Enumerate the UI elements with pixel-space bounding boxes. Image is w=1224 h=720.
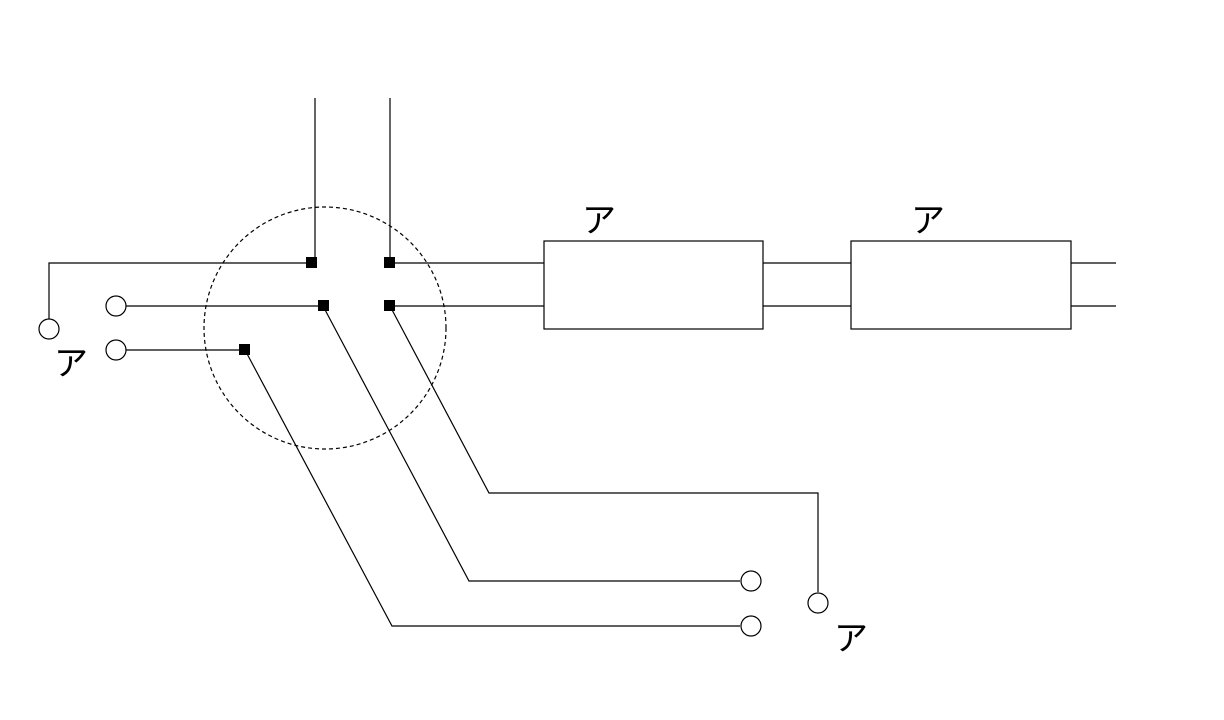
terminal-left-3	[105, 339, 127, 361]
junction-dot-2	[384, 257, 395, 268]
diagonal-wire-a	[244, 349, 740, 627]
diagonal-wire-b	[322, 305, 740, 582]
label-box-2: ア	[911, 201, 945, 241]
terminal-left-2	[105, 295, 127, 317]
junction-dot-1	[306, 257, 317, 268]
terminal-bottom-1	[740, 570, 762, 592]
junction-dot-5	[239, 344, 250, 355]
junction-dot-3	[318, 300, 329, 311]
diagonal-wire-c	[389, 305, 819, 592]
component-box-2	[850, 240, 1072, 330]
terminal-bottom-3	[807, 592, 829, 614]
wire-left-terminal-top	[48, 262, 312, 319]
label-left-terminal: ア	[54, 344, 88, 384]
terminal-bottom-2	[740, 615, 762, 637]
component-box-1	[543, 240, 764, 330]
junction-box-circle	[203, 206, 447, 450]
label-bottom-terminal: ア	[834, 619, 868, 659]
label-box-1: ア	[582, 201, 616, 241]
terminal-left-1	[38, 318, 60, 340]
junction-dot-4	[384, 300, 395, 311]
